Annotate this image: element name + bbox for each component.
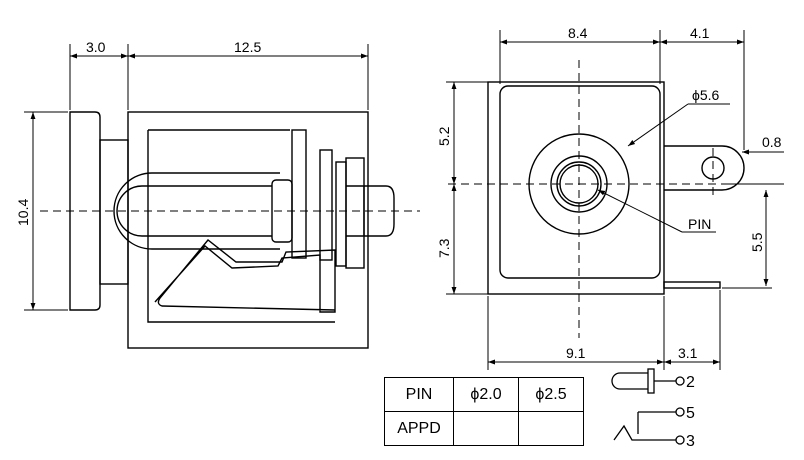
front-inner-face (499, 85, 661, 279)
contact-plate (291, 129, 307, 259)
pin-table: PIN ϕ2.0 ϕ2.5 APPD (384, 377, 584, 446)
front-outer-body (487, 81, 665, 295)
pin-number-2: 2 (686, 374, 695, 391)
table-cell (518, 411, 584, 446)
dim-tab-width: 4.1 (690, 25, 710, 41)
terminal-2 (675, 376, 685, 386)
side-view (69, 111, 395, 349)
table-row: APPD (384, 411, 584, 446)
front-dimensions (446, 30, 784, 370)
dim-hole-diameter: ϕ5.6 (692, 87, 720, 103)
dim-height: 10.4 (15, 199, 31, 226)
dim-tab-offset: 5.5 (749, 232, 765, 252)
front-view (487, 81, 745, 295)
table-cell: APPD (384, 411, 454, 446)
table-row: PIN ϕ2.0 ϕ2.5 (384, 377, 584, 412)
dim-upper-height: 5.2 (436, 126, 452, 146)
table-cell: ϕ2.5 (518, 377, 584, 412)
dim-width-bottom: 9.1 (566, 345, 586, 361)
dim-body-length: 12.5 (234, 39, 261, 55)
dim-width-top: 8.4 (568, 25, 588, 41)
dim-lower-height: 7.3 (436, 238, 452, 258)
sleeve (113, 172, 153, 250)
dim-tab-thickness: 0.8 (762, 134, 782, 150)
pin-number-5: 5 (686, 405, 695, 422)
spring-contact (154, 239, 336, 313)
pin-label: PIN (688, 216, 711, 232)
schematic-symbol (611, 368, 685, 445)
table-cell: PIN (384, 377, 454, 412)
side-tab (664, 145, 745, 191)
plug-collar (647, 368, 655, 394)
table-cell: ϕ2.0 (453, 377, 519, 412)
bottom-tab (663, 281, 721, 289)
front-centerlines (448, 60, 772, 338)
sleeve-contact (613, 424, 676, 441)
side-dimensions (24, 44, 369, 311)
terminal-3 (675, 435, 685, 445)
body-outline (127, 111, 369, 349)
dim-tab-bottom: 3.1 (678, 345, 698, 361)
table-cell (453, 411, 519, 446)
front-flange (69, 111, 101, 311)
terminal-5 (675, 407, 685, 417)
pin-number-3: 3 (686, 433, 695, 450)
plug-symbol (611, 372, 648, 390)
body-inner-wall (147, 129, 335, 323)
dim-front-depth: 3.0 (86, 39, 106, 55)
